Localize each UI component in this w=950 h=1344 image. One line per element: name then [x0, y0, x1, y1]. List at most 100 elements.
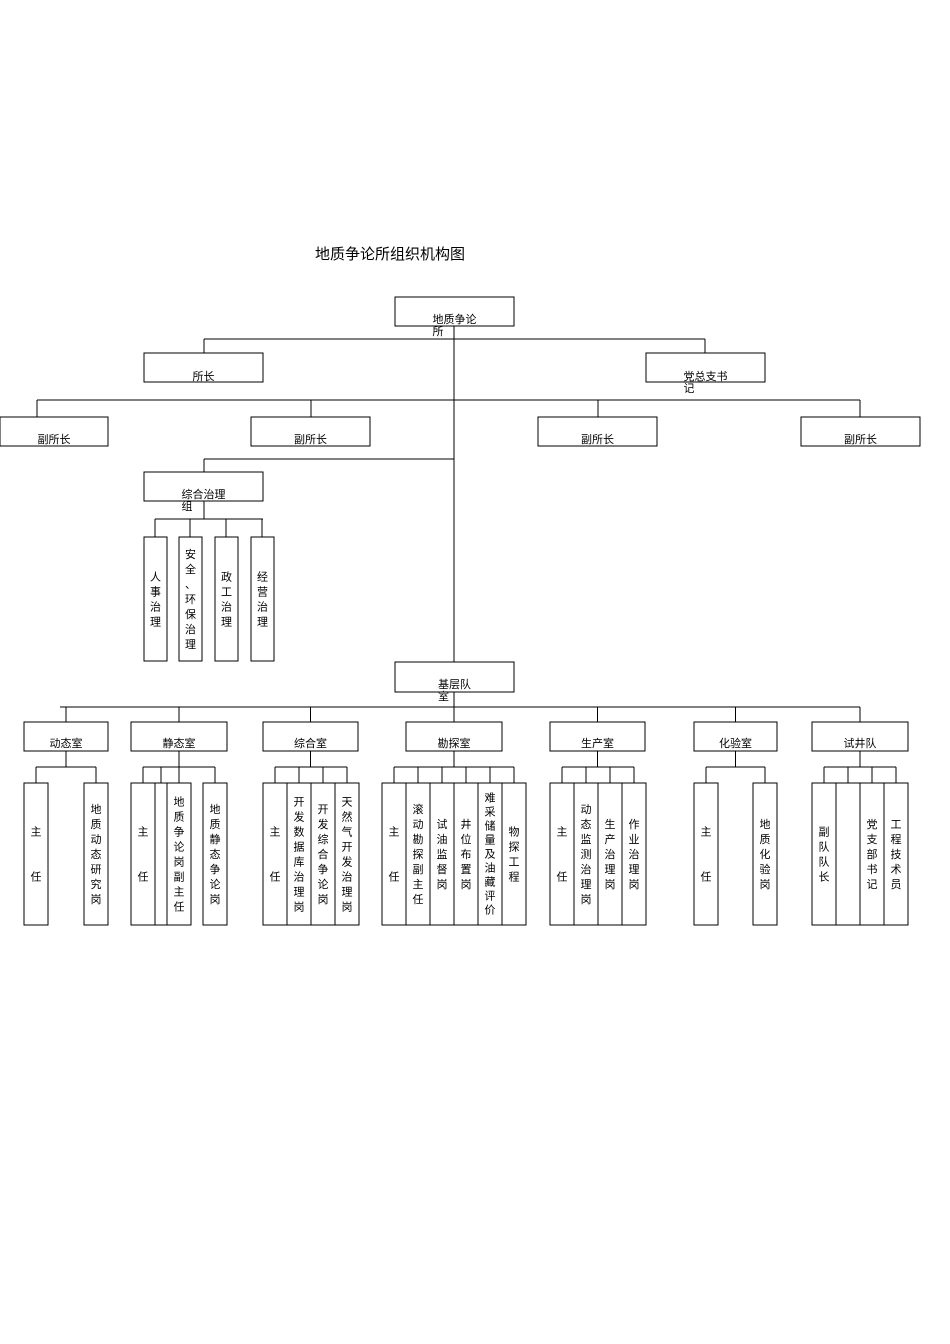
department-5-post-4-char: 岗	[629, 878, 640, 891]
admin-post-3-char: 理	[221, 615, 232, 628]
department-5-post-4-box	[621, 782, 647, 926]
department-3-post-4-char: 发	[342, 854, 353, 868]
root-node: 地质争论所	[394, 296, 515, 338]
department-4-post-2-char: 副	[413, 863, 424, 876]
department-3-post-4-char: 岗	[342, 900, 353, 913]
department-4-post-3-char: 督	[437, 862, 448, 876]
connector-lines	[35, 326, 897, 783]
department-1-post-1: 主任	[23, 782, 49, 926]
deputy-node-1: 副所长	[0, 416, 109, 447]
department-label: 静态室	[163, 736, 196, 750]
department-4-post-5-char: 评	[485, 890, 496, 903]
department-1-post-1-char: 任	[31, 870, 42, 883]
admin-post-1-char: 人	[150, 570, 161, 583]
department-box	[549, 721, 646, 752]
admin-post-3-char: 工	[221, 585, 232, 598]
department-4-post-3-char: 油	[437, 832, 448, 846]
admin-post-1-char: 治	[150, 599, 161, 613]
department-3-post-4-char: 气	[342, 824, 353, 838]
department-3-post-2-char: 发	[294, 809, 305, 823]
deputy-node-1-label: 副所长	[38, 433, 71, 446]
department-2-post-1-char: 任	[138, 870, 149, 883]
department-5-post-2-char: 测	[581, 848, 592, 861]
department-4-post-5-char: 难	[485, 792, 496, 805]
deputy-node-4-box	[800, 416, 921, 447]
department-3-post-4-box	[334, 782, 360, 926]
department-4-post-5-char: 储	[485, 819, 496, 833]
department-3-post-3-char: 合	[318, 847, 329, 861]
department-4-post-5-char: 量	[485, 834, 496, 847]
grassroots-node-label: 基层队	[438, 677, 471, 691]
department-2-post-4-char: 争	[210, 862, 221, 876]
department-3-post-2-box	[286, 782, 312, 926]
department-1-post-2-char: 究	[91, 877, 102, 891]
department-5-post-4-char: 治	[629, 847, 640, 861]
department-4-post-1-box	[381, 782, 407, 926]
department-6-post-1-char: 任	[701, 870, 712, 883]
department-2-post-2	[154, 782, 168, 926]
admin-post-4-char: 治	[257, 599, 268, 613]
department-4-post-3-char: 监	[437, 848, 448, 861]
department-1-post-1-box	[23, 782, 49, 926]
department-box	[693, 721, 778, 752]
admin-post-2-box	[178, 536, 203, 662]
department-4-post-4-char: 置	[461, 863, 472, 876]
party-secretary-node-label: 记	[684, 382, 695, 395]
department-2: 静态室	[130, 721, 228, 752]
deputy-node-2-label: 副所长	[294, 433, 327, 446]
department-4-post-4-char: 布	[461, 848, 472, 861]
department-7-post-1-box	[811, 782, 837, 926]
department-4: 勘探室	[405, 721, 503, 752]
department-4-post-2-char: 勘	[413, 833, 424, 846]
admin-post-1-box	[143, 536, 168, 662]
department-6-post-2-char: 化	[760, 847, 771, 861]
department-1-post-2-char: 研	[91, 863, 102, 876]
department-4-post-2-char: 滚	[413, 802, 424, 816]
department-3-post-3-char: 开	[318, 803, 329, 816]
department-4-post-1-char: 主	[389, 825, 400, 838]
department-4-post-3-box	[429, 782, 455, 926]
department-label: 化验室	[719, 736, 752, 750]
deputy-node-3: 副所长	[537, 416, 658, 447]
department-5: 生产室	[549, 721, 646, 752]
department-2-post-1-char: 主	[138, 825, 149, 838]
department-4-post-5-char: 采	[485, 806, 496, 819]
admin-post-1-char: 事	[150, 585, 161, 598]
department-2-post-4-char: 态	[210, 848, 221, 861]
admin-group-node-box	[143, 471, 264, 502]
department-7-post-1-char: 队	[819, 839, 830, 853]
department-1-post-2-char: 岗	[91, 893, 102, 906]
department-5-post-2-char: 监	[581, 833, 592, 846]
department-7-post-3-char: 党	[867, 818, 878, 831]
department-3-post-1-box	[262, 782, 288, 926]
department-2-post-4-box	[202, 782, 228, 926]
department-7-post-3-char: 部	[867, 847, 878, 861]
department-3-post-3-char: 争	[318, 862, 329, 876]
department-label: 试井队	[844, 736, 877, 750]
department-3-post-4-char: 理	[342, 885, 353, 898]
department-2-post-4-char: 质	[210, 818, 221, 831]
admin-post-2-char: 治	[185, 622, 196, 636]
department-4-post-5-char: 油	[485, 861, 496, 875]
department-2-post-3-box	[166, 782, 192, 926]
department-6-post-2-box	[752, 782, 778, 926]
director-node-label: 所长	[193, 370, 215, 383]
admin-post-2-char: 环	[185, 593, 196, 606]
department-1-post-2-char: 态	[91, 848, 102, 861]
org-units: 地质争论所所长党总支书记副所长副所长副所长副所长综合治理组人事治理安全、环保治理…	[0, 296, 921, 926]
grassroots-node-label: 室	[438, 689, 449, 703]
department-5-post-3-char: 生	[605, 817, 616, 831]
department-2-post-3-char: 争	[174, 824, 185, 838]
department-3-post-1: 主任	[262, 782, 288, 926]
